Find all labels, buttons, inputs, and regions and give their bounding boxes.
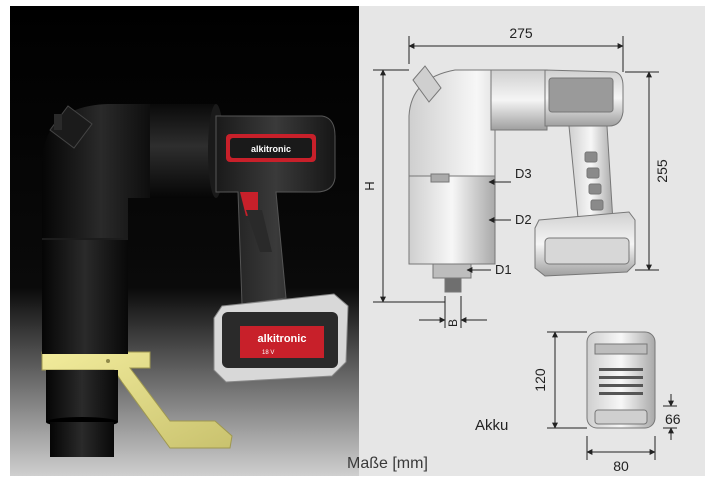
- units-label: Maße [mm]: [347, 455, 428, 472]
- battery-height-label: 120: [532, 368, 548, 392]
- akku-label: Akku: [475, 417, 508, 434]
- brand-logo-upper: alkitronic: [251, 144, 291, 154]
- battery-width-label: 80: [613, 458, 629, 474]
- drive-housing: [42, 234, 128, 457]
- tool-body: alkitronic: [215, 115, 336, 305]
- dim-h-label: H: [362, 181, 377, 190]
- tool-outline: [408, 65, 636, 293]
- dimension-drawing: 275 255 H D3 D2 D1 B Akku 120 80 66: [359, 6, 705, 476]
- dim-d3-label: D3: [515, 166, 532, 181]
- product-photo: alkitronic alkitronic 18 V: [10, 6, 359, 476]
- battery-depth-label: 66: [665, 411, 681, 427]
- battery-outline: [586, 331, 656, 429]
- battery-pack: alkitronic 18 V: [213, 293, 349, 383]
- battery-voltage-text: 18 V: [262, 350, 274, 356]
- angle-head: [42, 104, 224, 238]
- dim-275-label: 275: [509, 25, 533, 41]
- battery-dimension-lines: [547, 331, 677, 460]
- dim-b-label: B: [446, 319, 460, 327]
- dim-d1-label: D1: [495, 262, 512, 277]
- dimension-lines: [373, 36, 659, 328]
- dim-d2-label: D2: [515, 212, 532, 227]
- brand-logo-battery: alkitronic: [258, 333, 307, 345]
- dim-255-label: 255: [654, 159, 670, 183]
